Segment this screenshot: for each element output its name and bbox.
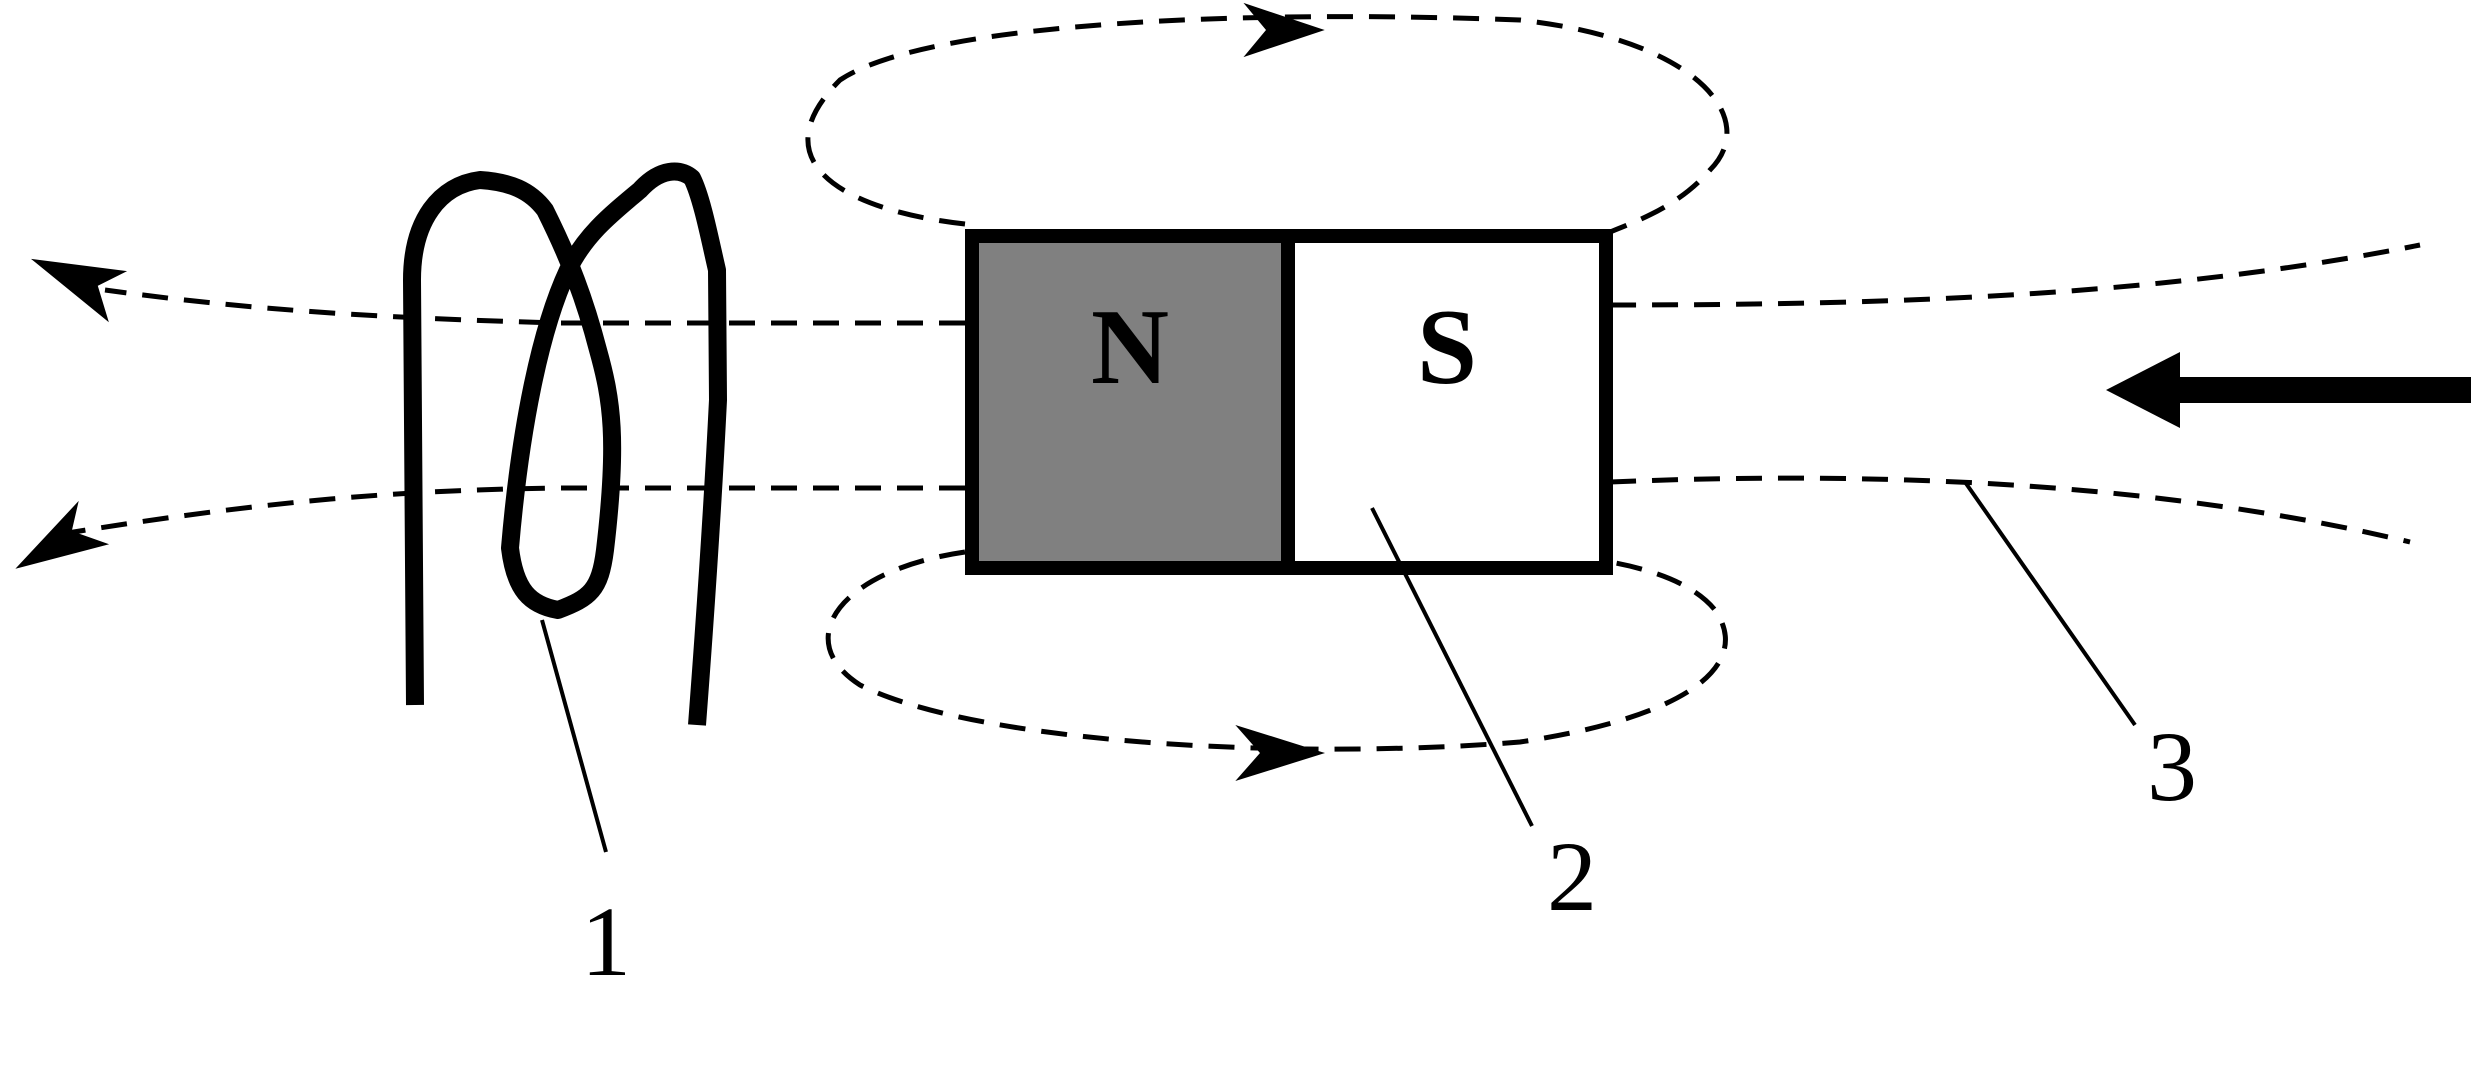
leader-line-2 [1370,507,1534,827]
arrowhead-icon [15,500,110,569]
leader-lines [540,480,2137,853]
arrowhead-icon [1243,2,1325,58]
field-lines [54,14,2421,752]
south-pole [1281,229,1613,575]
arrowhead-icon [1235,724,1326,782]
field-line-lower-right [1609,475,2411,545]
callout-3: 3 [2147,711,2197,822]
field-line-upper-left [104,287,965,326]
callout-1: 1 [581,886,631,997]
field-arrowheads [15,2,1326,782]
north-pole [965,229,1295,575]
leader-line-1 [540,619,608,853]
south-pole-label: S [1417,288,1477,407]
field-loop-bottom [825,549,1728,752]
arrowhead-icon [30,258,128,323]
field-line-upper-right [1609,242,2421,308]
leader-line-3 [1963,480,2137,727]
arrow-left-icon [2106,352,2471,428]
coil-wire [403,162,727,726]
north-pole-label: N [1091,288,1169,407]
field-line-lower-left [54,485,965,538]
bar-magnet: N S [965,229,1613,575]
callout-2: 2 [1547,821,1597,932]
wire-coil [403,162,727,726]
field-loop-top [805,14,1730,235]
